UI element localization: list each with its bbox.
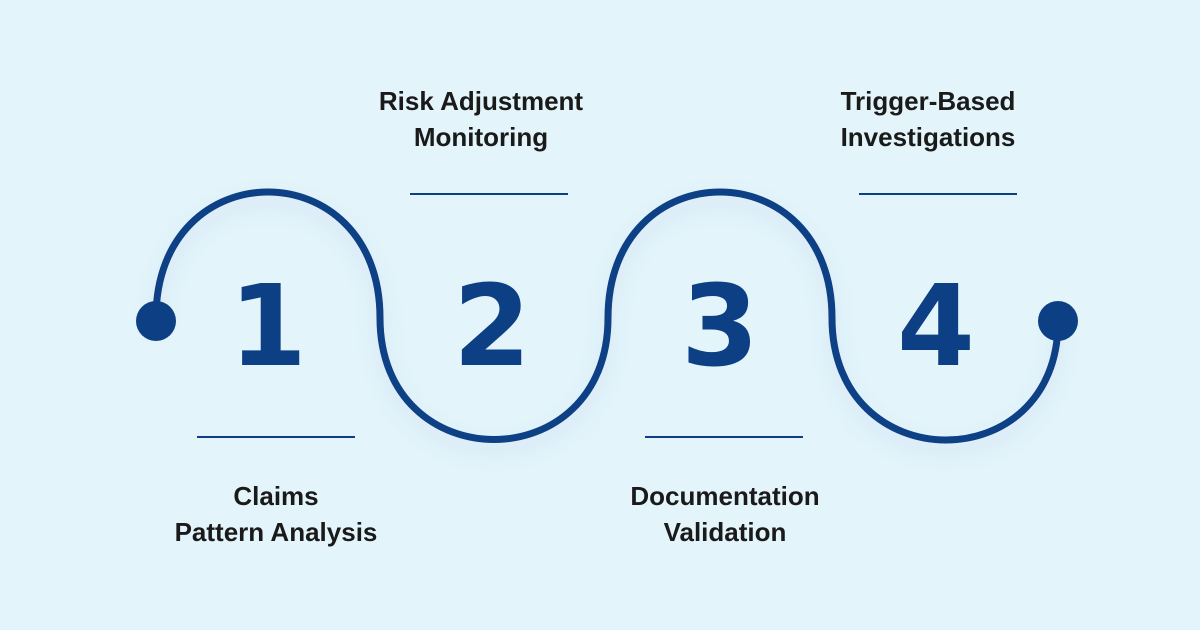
end-dot <box>1038 301 1078 341</box>
step-1-number: 1 <box>229 262 307 392</box>
step-2-label: Risk Adjustment Monitoring <box>331 83 631 155</box>
step-1-divider <box>197 436 355 438</box>
step-2-number: 2 <box>453 262 531 392</box>
step-1-label: Claims Pattern Analysis <box>126 478 426 550</box>
step-3-label-line1: Documentation <box>630 481 820 511</box>
step-3-divider <box>645 436 803 438</box>
step-1-label-line2: Pattern Analysis <box>174 517 378 547</box>
step-3-label-line2: Validation <box>663 517 787 547</box>
step-4-label-line2: Investigations <box>840 122 1016 152</box>
step-3-number: 3 <box>681 262 759 392</box>
step-4-label: Trigger-Based Investigations <box>778 83 1078 155</box>
step-2-label-line1: Risk Adjustment <box>378 86 584 116</box>
step-2-label-line2: Monitoring <box>413 122 549 152</box>
step-1-label-line1: Claims <box>233 481 319 511</box>
start-dot <box>136 301 176 341</box>
step-2-divider <box>410 193 568 195</box>
wave-path <box>152 188 1062 444</box>
step-4-divider <box>859 193 1017 195</box>
step-4-label-line1: Trigger-Based <box>840 86 1016 116</box>
step-4-number: 4 <box>897 262 975 392</box>
step-3-label: Documentation Validation <box>575 478 875 550</box>
